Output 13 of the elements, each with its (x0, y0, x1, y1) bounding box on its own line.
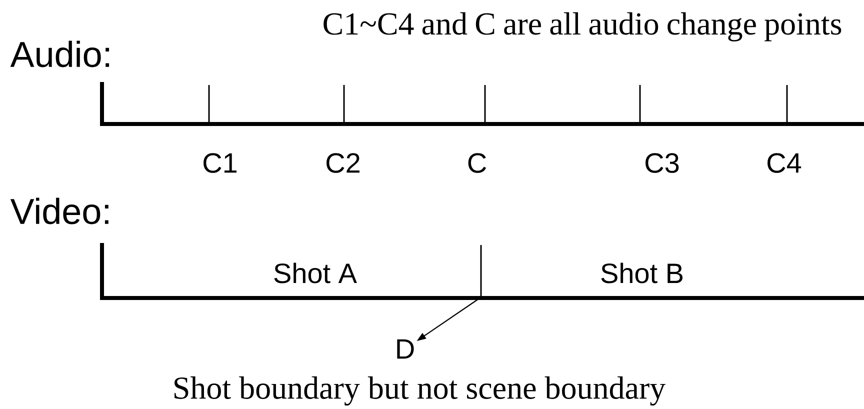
tick-label: C2 (326, 153, 360, 173)
tick-label: C1 (204, 153, 237, 173)
point-label: D (397, 339, 414, 359)
segment-label: Shot B (601, 262, 683, 284)
boundary-tick (480, 245, 482, 297)
tick-label: C (468, 153, 486, 173)
tick-label: C3 (646, 153, 679, 173)
segment-label: Shot A (274, 262, 357, 284)
axis-title: Audio: (10, 40, 110, 68)
note-text: Shot boundary but not scene boundary (174, 376, 666, 406)
axis-title: Video: (10, 198, 108, 224)
note-text: C1~C4 and C are all audio change points (324, 12, 842, 42)
tick-label: C4 (768, 153, 802, 173)
